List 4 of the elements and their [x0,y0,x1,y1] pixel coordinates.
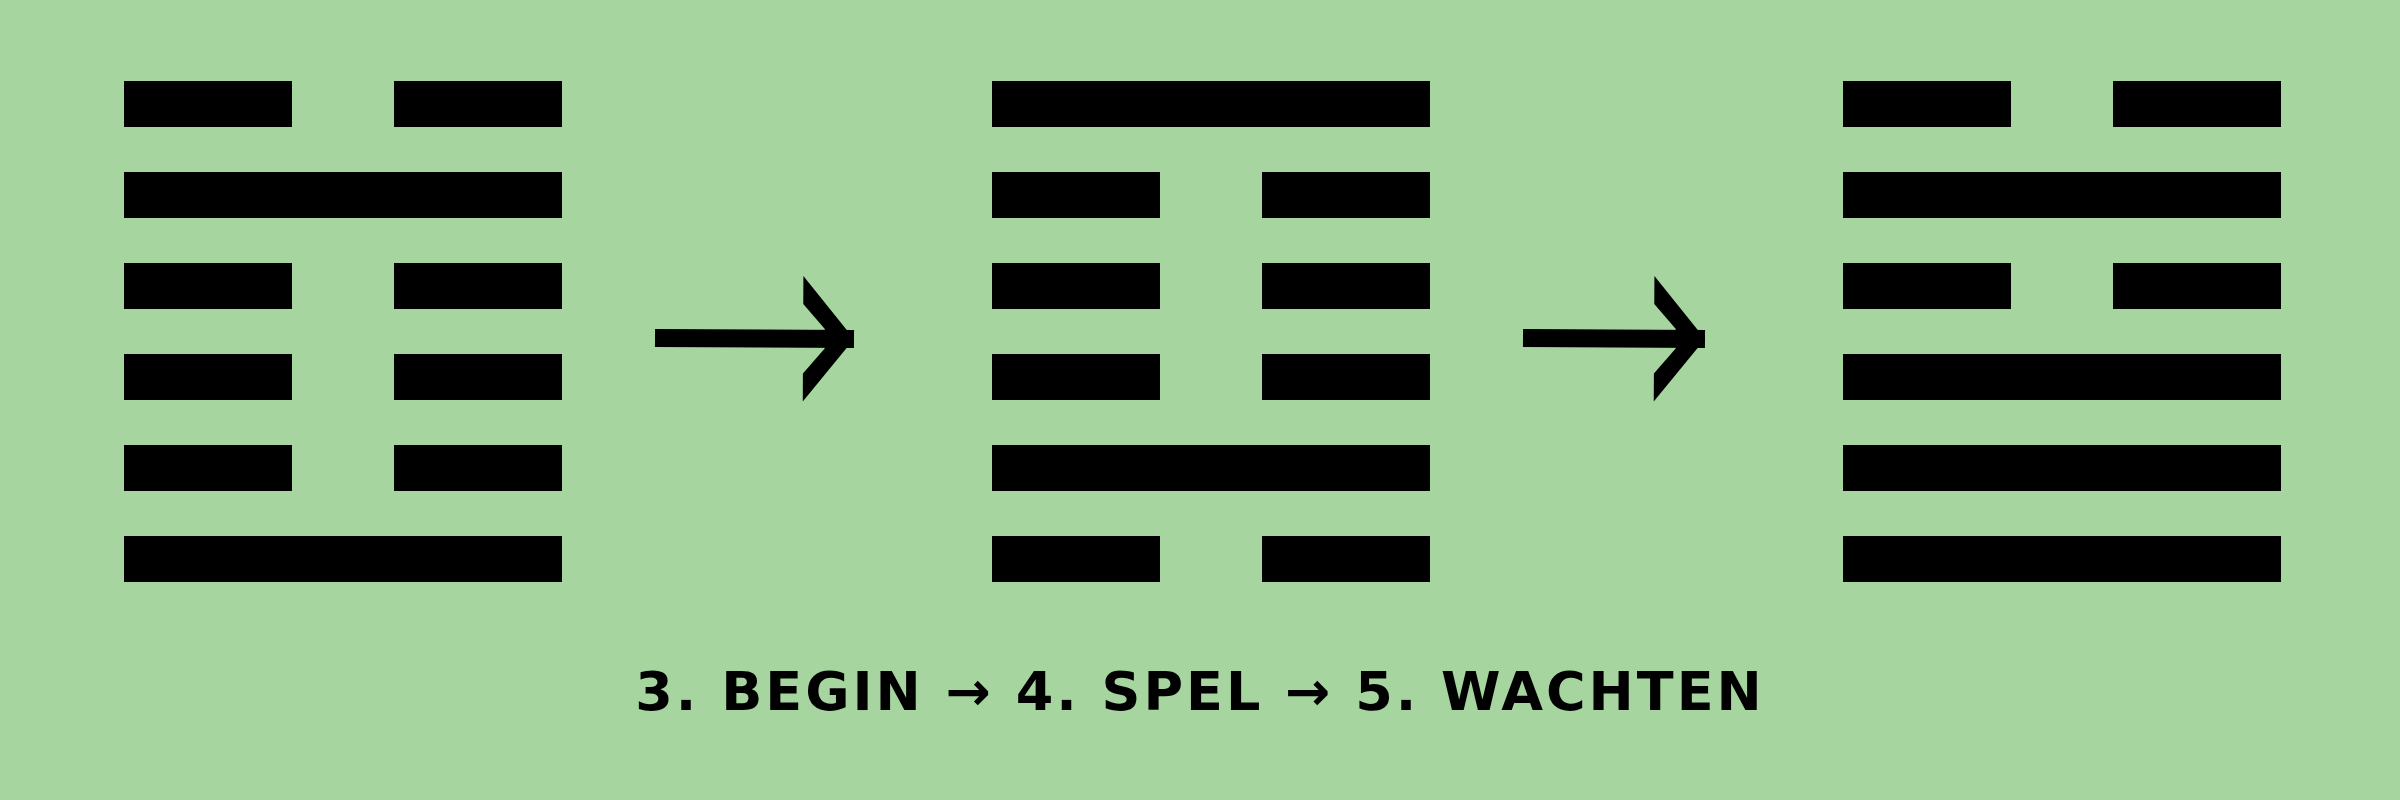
hexagram-drawing [992,81,1430,582]
caption: 3. BEGIN → 4. SPEL → 5. WACHTEN [635,660,1765,723]
hexagram-drawing [124,81,562,582]
hexagram-drawing [1843,81,2281,582]
